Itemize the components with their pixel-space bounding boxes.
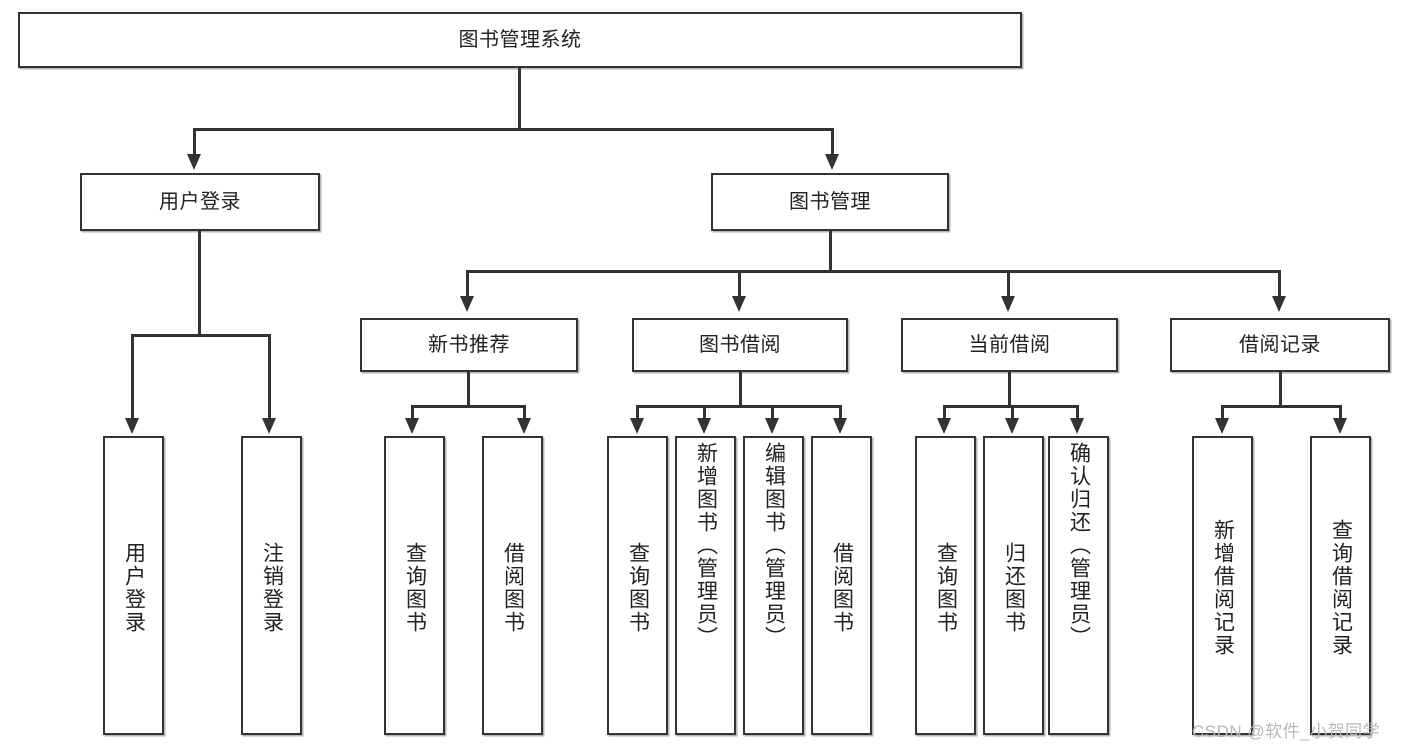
connector-bm-to-new-book [466, 270, 469, 298]
arrow-root-to-book-management [825, 154, 839, 170]
arrow-root-to-user-login [187, 154, 201, 170]
connector-borrow-record-to-leaf-2 [1339, 405, 1342, 420]
arrow-user-login-to-leaf-1 [125, 418, 139, 434]
arrow-borrow-record-to-leaf-1 [1215, 418, 1229, 434]
leaf-label: 编辑图书（管理员） [762, 442, 786, 649]
arrow-current-borrow-to-leaf-1 [937, 418, 951, 434]
connector-current-borrow-to-leaf-2 [1011, 405, 1014, 420]
leaf-label: 新增借阅记录 [1211, 518, 1235, 657]
leaf-user-login-logout[interactable]: 注销登录 [241, 436, 302, 735]
node-label: 图书管理系统 [458, 28, 582, 51]
connector-book-borrow-to-leaf-4 [839, 405, 842, 420]
arrow-current-borrow-to-leaf-2 [1005, 418, 1019, 434]
connector-user-login-trunk [198, 231, 201, 336]
leaf-label: 查询图书 [934, 541, 958, 634]
connector-root-trunk [518, 68, 521, 130]
connector-book-management-split-bar [466, 270, 1281, 273]
node-borrow-record[interactable]: 借阅记录 [1170, 318, 1390, 372]
connector-book-borrow-to-leaf-3 [771, 405, 774, 420]
leaf-label: 归还图书 [1002, 541, 1026, 634]
node-new-book-recommend[interactable]: 新书推荐 [360, 318, 578, 372]
connector-borrow-record-split-bar [1221, 405, 1341, 408]
connector-book-borrow-to-leaf-1 [636, 405, 639, 420]
arrow-new-book-to-leaf-2 [517, 418, 531, 434]
connector-book-borrow-trunk [739, 372, 742, 408]
leaf-label: 查询借阅记录 [1329, 518, 1353, 657]
leaf-label: 新增图书（管理员） [694, 442, 718, 649]
arrow-bm-to-current-borrow [1001, 296, 1015, 312]
arrow-user-login-to-leaf-2 [262, 418, 276, 434]
connector-current-borrow-trunk [1008, 372, 1011, 408]
leaf-borrow-record-add-record[interactable]: 新增借阅记录 [1192, 436, 1253, 735]
connector-current-borrow-to-leaf-3 [1076, 405, 1079, 420]
arrow-bm-to-book-borrow [732, 296, 746, 312]
connector-root-split-bar [193, 128, 834, 131]
connector-book-borrow-to-leaf-2 [703, 405, 706, 420]
connector-current-borrow-split-bar [943, 405, 1078, 408]
connector-user-login-split-bar [131, 334, 268, 337]
node-label: 当前借阅 [968, 333, 1051, 356]
node-label: 图书管理 [789, 190, 871, 213]
arrow-book-borrow-to-leaf-4 [833, 418, 847, 434]
node-label: 图书借阅 [699, 333, 781, 356]
connector-user-login-to-leaf-1 [131, 334, 134, 420]
leaf-book-borrow-edit-book-admin[interactable]: 编辑图书（管理员） [743, 436, 804, 735]
connector-bm-to-book-borrow [738, 270, 741, 298]
leaf-new-book-borrow-book[interactable]: 借阅图书 [482, 436, 543, 735]
connector-borrow-record-to-leaf-1 [1221, 405, 1224, 420]
arrow-bm-to-new-book [460, 296, 474, 312]
connector-book-management-trunk [829, 231, 832, 273]
leaf-label: 注销登录 [260, 541, 284, 634]
arrow-current-borrow-to-leaf-3 [1070, 418, 1084, 434]
connector-new-book-to-leaf-2 [523, 405, 526, 420]
leaf-current-borrow-return-book[interactable]: 归还图书 [983, 436, 1044, 735]
connector-new-book-to-leaf-1 [411, 405, 414, 420]
connector-bm-to-borrow-record [1278, 270, 1281, 298]
connector-new-book-split-bar [411, 405, 526, 408]
connector-new-book-trunk [467, 372, 470, 408]
leaf-label: 借阅图书 [501, 541, 525, 634]
leaf-label: 查询图书 [403, 541, 427, 634]
connector-user-login-to-leaf-2 [268, 334, 271, 420]
node-label: 借阅记录 [1239, 333, 1321, 356]
leaf-borrow-record-query-record[interactable]: 查询借阅记录 [1310, 436, 1371, 735]
arrow-book-borrow-to-leaf-3 [765, 418, 779, 434]
leaf-label: 查询图书 [626, 541, 650, 634]
leaf-new-book-query-book[interactable]: 查询图书 [384, 436, 445, 735]
leaf-current-borrow-confirm-return-admin[interactable]: 确认归还（管理员） [1048, 436, 1109, 735]
arrow-bm-to-borrow-record [1272, 296, 1286, 312]
arrow-borrow-record-to-leaf-2 [1333, 418, 1347, 434]
arrow-new-book-to-leaf-1 [405, 418, 419, 434]
arrow-book-borrow-to-leaf-1 [630, 418, 644, 434]
leaf-label: 借阅图书 [830, 541, 854, 634]
node-user-login[interactable]: 用户登录 [80, 173, 320, 231]
connector-current-borrow-to-leaf-1 [943, 405, 946, 420]
node-current-borrow[interactable]: 当前借阅 [901, 318, 1118, 372]
node-book-management[interactable]: 图书管理 [711, 173, 949, 231]
connector-root-to-user-login [193, 128, 196, 156]
leaf-book-borrow-add-book-admin[interactable]: 新增图书（管理员） [675, 436, 736, 735]
leaf-book-borrow-query-book[interactable]: 查询图书 [607, 436, 668, 735]
node-root-book-management-system[interactable]: 图书管理系统 [18, 12, 1022, 68]
connector-borrow-record-trunk [1279, 372, 1282, 408]
node-label: 新书推荐 [428, 333, 510, 356]
leaf-label: 用户登录 [122, 541, 146, 634]
node-label: 用户登录 [159, 190, 241, 213]
leaf-user-login-login[interactable]: 用户登录 [103, 436, 164, 735]
arrow-book-borrow-to-leaf-2 [697, 418, 711, 434]
leaf-current-borrow-query-book[interactable]: 查询图书 [915, 436, 976, 735]
connector-bm-to-current-borrow [1007, 270, 1010, 298]
leaf-book-borrow-borrow-book[interactable]: 借阅图书 [811, 436, 872, 735]
connector-root-to-book-management [831, 128, 834, 156]
connector-book-borrow-split-bar [636, 405, 841, 408]
node-book-borrow[interactable]: 图书借阅 [632, 318, 848, 372]
leaf-label: 确认归还（管理员） [1067, 442, 1091, 649]
